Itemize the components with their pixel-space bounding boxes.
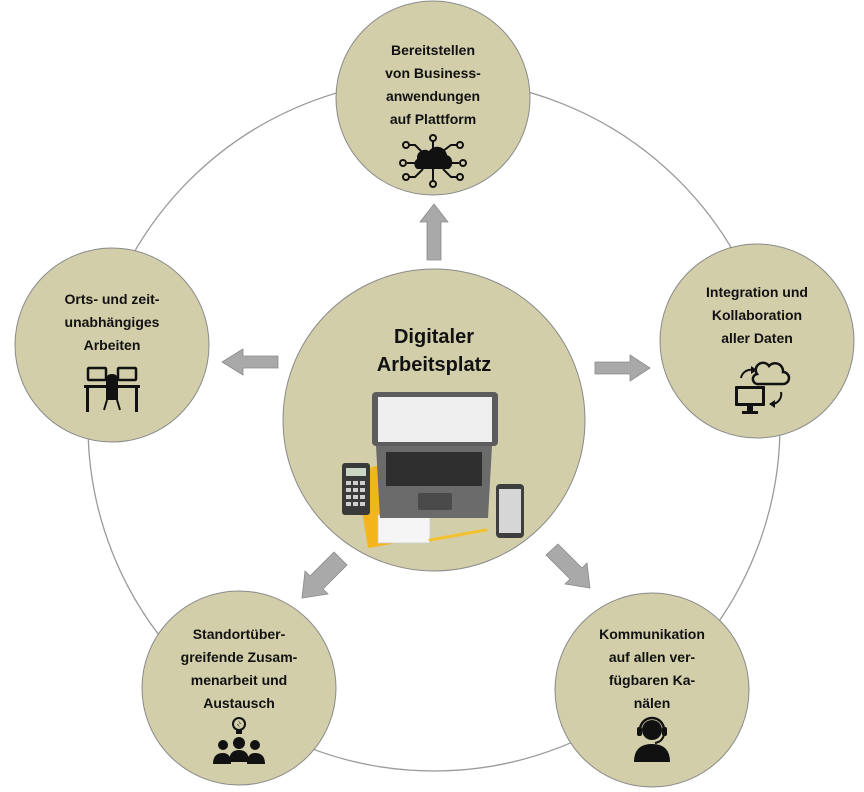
node-top-line-2: von Business- [385, 65, 481, 81]
cloud-sync-computer-icon [735, 361, 791, 414]
cloud-network-icon [399, 134, 467, 188]
node-left-line-3: Arbeiten [84, 337, 141, 353]
team-idea-icon [213, 717, 265, 764]
node-circle-bottom-left [141, 590, 337, 786]
node-top-text: Bereitstellen von Business- anwendungen … [385, 42, 481, 127]
node-circle-top [335, 0, 531, 196]
node-circle-right [659, 243, 855, 439]
node-top-line-4: auf Plattform [390, 111, 476, 127]
arrow-bottom-right [545, 543, 591, 589]
arrow-bottom-left [301, 551, 348, 599]
node-right-text: Integration und Kollaboration aller Date… [706, 284, 808, 346]
node-bottom-left-text: Standortüber- greifende Zusam- menarbeit… [181, 626, 298, 711]
node-right-line-3: aller Daten [721, 330, 793, 346]
node-bottom-right-text: Kommunikation auf allen ver- fügbaren Ka… [599, 626, 705, 711]
node-bottom-right-line-2: auf allen ver- [609, 649, 696, 665]
arrow-top [419, 203, 449, 261]
node-bottom-left-line-3: menarbeit und [191, 672, 287, 688]
node-right-line-1: Integration und [706, 284, 808, 300]
node-left-line-1: Orts- und zeit- [65, 291, 160, 307]
center-title-line-1: Digitaler [394, 326, 474, 348]
center-title-line-2: Arbeitsplatz [377, 354, 491, 376]
node-bottom-right-line-4: nälen [634, 695, 671, 711]
arrow-left [221, 348, 279, 376]
node-bottom-right-line-3: fügbaren Ka- [609, 672, 696, 688]
node-left-text: Orts- und zeit- unabhängiges Arbeiten [65, 291, 160, 353]
node-circle-bottom-right [554, 592, 750, 788]
laptop-illustration [342, 392, 524, 548]
node-circle-left [14, 247, 210, 443]
node-bottom-left-line-4: Austausch [203, 695, 275, 711]
headset-agent-icon [634, 716, 670, 762]
node-top-line-1: Bereitstellen [391, 42, 475, 58]
node-bottom-left-line-1: Standortüber- [193, 626, 286, 642]
node-bottom-right-line-1: Kommunikation [599, 626, 705, 642]
node-right-line-2: Kollaboration [712, 307, 802, 323]
workspace-desks-icon [84, 366, 140, 412]
arrow-right [594, 354, 651, 382]
node-bottom-left-line-2: greifende Zusam- [181, 649, 298, 665]
node-top-line-3: anwendungen [386, 88, 480, 104]
node-left-line-2: unabhängiges [65, 314, 160, 330]
